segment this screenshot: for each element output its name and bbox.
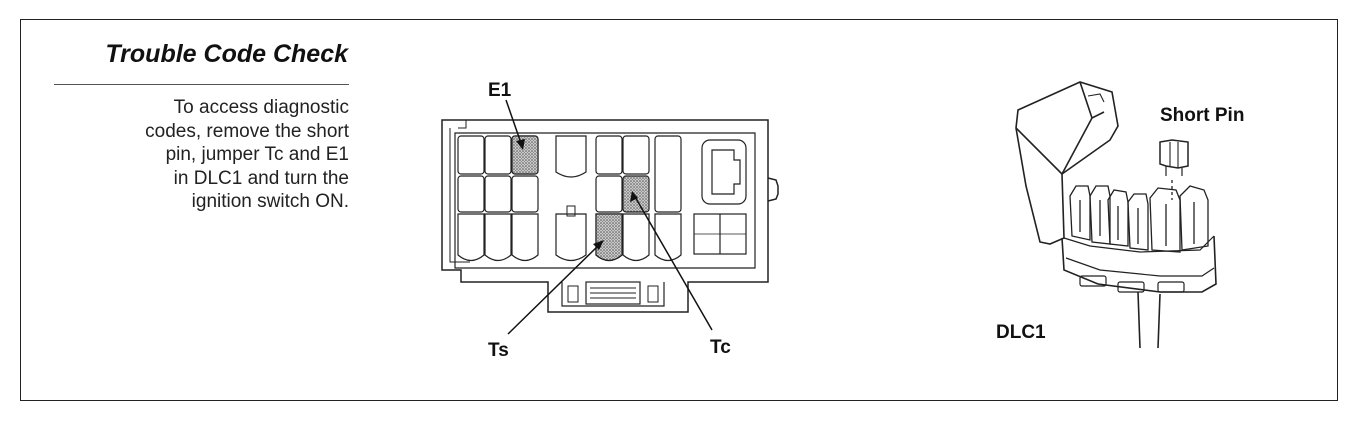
leader-lines <box>505 99 713 335</box>
figure-frame <box>20 19 1338 401</box>
section-title: Trouble Code Check <box>105 40 348 68</box>
e1-label: E1 <box>488 80 512 101</box>
dlc1-label: DLC1 <box>996 322 1046 343</box>
dlc1-connector-open <box>1015 81 1217 349</box>
arrowheads <box>516 139 638 250</box>
instruction-text: To access diagnostic codes, remove the s… <box>40 96 349 214</box>
instruction-line: codes, remove the short <box>145 120 349 142</box>
tc-terminal <box>622 175 650 213</box>
ts-terminal <box>595 213 623 262</box>
tc-label: Tc <box>710 337 731 358</box>
short-pin <box>1159 139 1189 176</box>
instruction-line: To access diagnostic <box>173 97 349 118</box>
instruction-line: ignition switch ON. <box>191 191 349 212</box>
instruction-line: in DLC1 and turn the <box>173 167 349 189</box>
instruction-line: pin, jumper Tc and E1 <box>165 144 349 165</box>
ts-label: Ts <box>488 340 509 361</box>
e1-terminal <box>511 135 539 175</box>
title-divider <box>54 84 349 85</box>
short-pin-label: Short Pin <box>1160 105 1244 126</box>
dlc1-terminal-face <box>441 119 779 313</box>
